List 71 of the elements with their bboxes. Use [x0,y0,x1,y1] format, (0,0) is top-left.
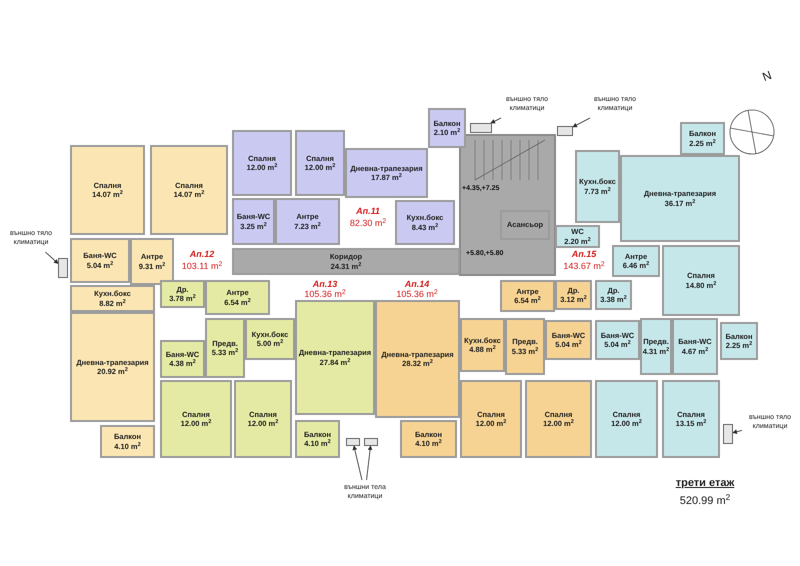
room [395,200,455,245]
north-mark: N [760,68,774,84]
room [662,245,740,316]
room [160,340,205,378]
apartment-area: 105.36 m$^{2}$ [390,290,444,299]
room [245,318,295,360]
room [612,245,660,277]
room [505,318,545,375]
room [205,280,270,315]
room [100,425,155,458]
room [595,320,640,360]
leader-line [352,445,362,480]
room [525,380,592,458]
room [234,380,292,458]
apartment-number: Ап.14 [404,280,430,289]
room [205,318,245,378]
leader-line [732,429,742,434]
room [595,380,658,458]
room [345,148,428,198]
leader-line [490,118,502,124]
room [595,280,632,310]
room [375,300,460,418]
room [295,300,375,415]
ac-unit-box [723,424,733,444]
room [555,225,600,248]
room [680,122,725,155]
ac-unit-box [58,258,68,278]
ac-unit-box [470,123,492,133]
leader-line [44,252,59,264]
ac-unit-box [346,438,360,446]
room [232,130,292,196]
floor-title: трети етаж [674,478,736,489]
leader-line [572,118,590,128]
room [428,108,466,148]
room [640,318,672,375]
room [150,145,228,235]
apartment-number: Ап.12 [188,250,216,259]
leader-line [366,445,372,480]
room [575,150,620,223]
apartment-number: Ап.11 [355,207,381,216]
room [460,318,505,372]
room [130,238,174,285]
room [232,248,460,275]
room [70,312,155,422]
room [672,318,718,375]
room [460,380,522,458]
ac-unit-box [557,126,573,136]
room [662,380,720,458]
ac-unit-box [364,438,378,446]
room [500,280,555,312]
room [545,320,592,360]
apartment-area: 105.36 m$^{2}$ [298,290,352,299]
room [275,198,340,245]
room [70,145,145,235]
room [160,280,205,308]
apartment-area: 82.30 m$^{2}$ [342,219,394,228]
room [232,198,275,245]
apartment-area: 143.67 m$^{2}$ [558,262,610,271]
room [400,420,457,458]
room [720,322,758,360]
room [295,420,340,458]
apartment-area: 103.11 m$^{2}$ [175,262,229,271]
room [70,285,155,312]
apartment-number: Ап.13 [312,280,338,289]
room [160,380,232,458]
room [620,155,740,242]
apartment-number: Ап.15 [570,250,598,259]
room [70,238,130,283]
room [555,280,592,310]
room [295,130,345,196]
floor-area: 520.99 m$^{2}$ [660,496,750,507]
